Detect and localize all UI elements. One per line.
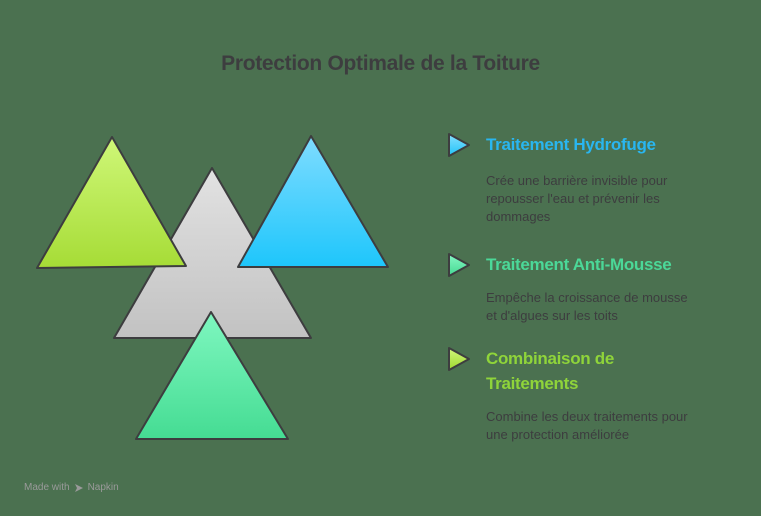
play-arrow-icon (448, 253, 470, 277)
item-description: Crée une barrière invisible pour repouss… (486, 173, 668, 224)
footer-attribution: Made with Napkin (24, 482, 119, 493)
item-heading: Traitement Hydrofuge (486, 135, 656, 154)
item-description: Empêche la croissance de mousse et d'alg… (486, 290, 688, 323)
made-with-label: Made with (24, 482, 70, 493)
lime-triangle (36, 136, 187, 269)
green-triangle (135, 311, 289, 440)
item-heading: Traitement Anti-Mousse (486, 255, 672, 274)
item-heading: Combinaison de Traitements (486, 349, 615, 393)
page-title: Protection Optimale de la Toiture (221, 52, 540, 75)
play-arrow-icon (448, 347, 470, 371)
brand-label: Napkin (87, 482, 119, 493)
item-description: Combine les deux traitements pour une pr… (486, 409, 688, 442)
play-arrow-icon (448, 133, 470, 157)
blue-triangle (237, 135, 389, 268)
napkin-logo-icon (74, 483, 83, 492)
